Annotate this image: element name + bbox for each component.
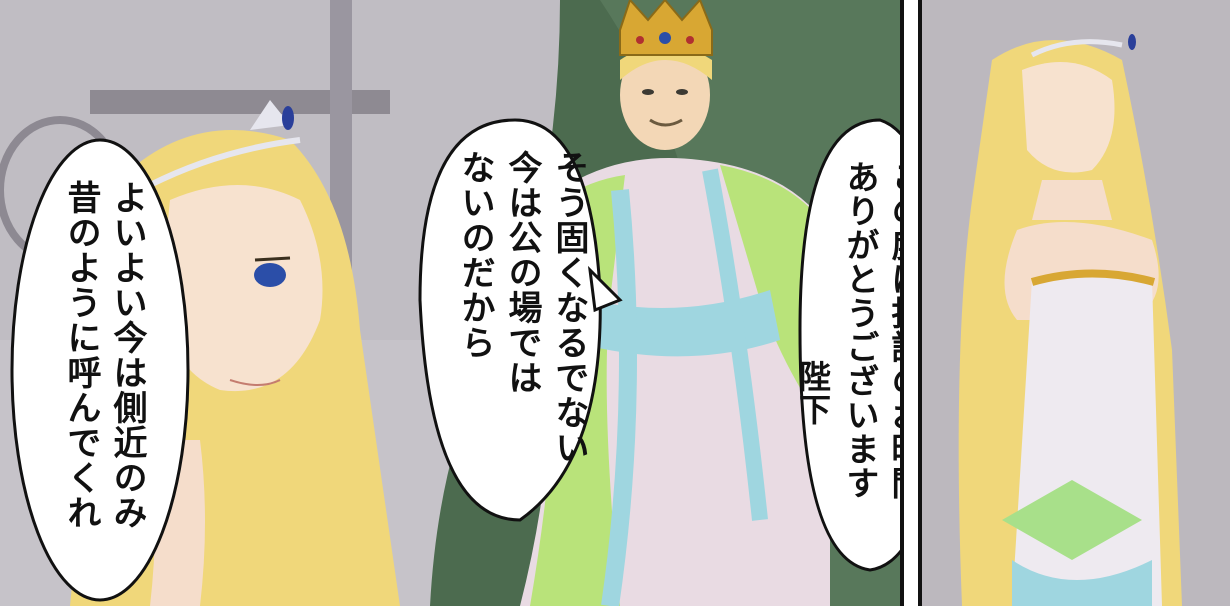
woman-dress [1012,275,1162,606]
princess-eye [254,263,286,287]
king-face [620,40,710,150]
panel-main-artwork [0,0,900,606]
princess-dialogue-line-1: よいよい今は側近のみ [107,180,147,530]
queen-dialogue: この度は拝謁のお時間 ありがとうございます [828,160,904,540]
woman-face [1022,62,1115,173]
crown-icon [619,0,713,56]
king-dialogue-line-1: そう固くなるでない [549,150,589,465]
speech-bubble-queen [798,118,900,572]
princess-dialogue: よいよい今は側近のみ 昔のように呼んでくれ [50,180,150,560]
title-label: 陛下 [793,360,833,460]
speech-bubble-princess [10,138,190,602]
tiara-icon [1030,34,1136,58]
queen-dialogue-line-2: ありがとうございます [841,160,880,500]
king-dialogue-line-3: ないのだから [455,150,495,360]
title-label-text: 陛下 [794,360,832,426]
comic-panel-main: よいよい今は側近のみ 昔のように呼んでくれ そう固くなるでない 今は公の場では … [0,0,904,606]
tiara-icon [148,100,301,188]
panel-right-artwork [922,0,1230,606]
woman-figure [958,34,1182,606]
king-dialogue: そう固くなるでない 今は公の場では ないのだから [442,150,592,470]
queen-dialogue-line-1: この度は拝謁のお時間 [886,160,904,500]
princess-dialogue-line-2: 昔のように呼んでくれ [61,180,101,530]
princess-face [160,185,323,392]
speech-bubble-king [418,118,602,522]
dress-bow [1002,480,1142,560]
king-dialogue-line-2: 今は公の場では [502,150,542,395]
comic-panel-right [918,0,1230,606]
